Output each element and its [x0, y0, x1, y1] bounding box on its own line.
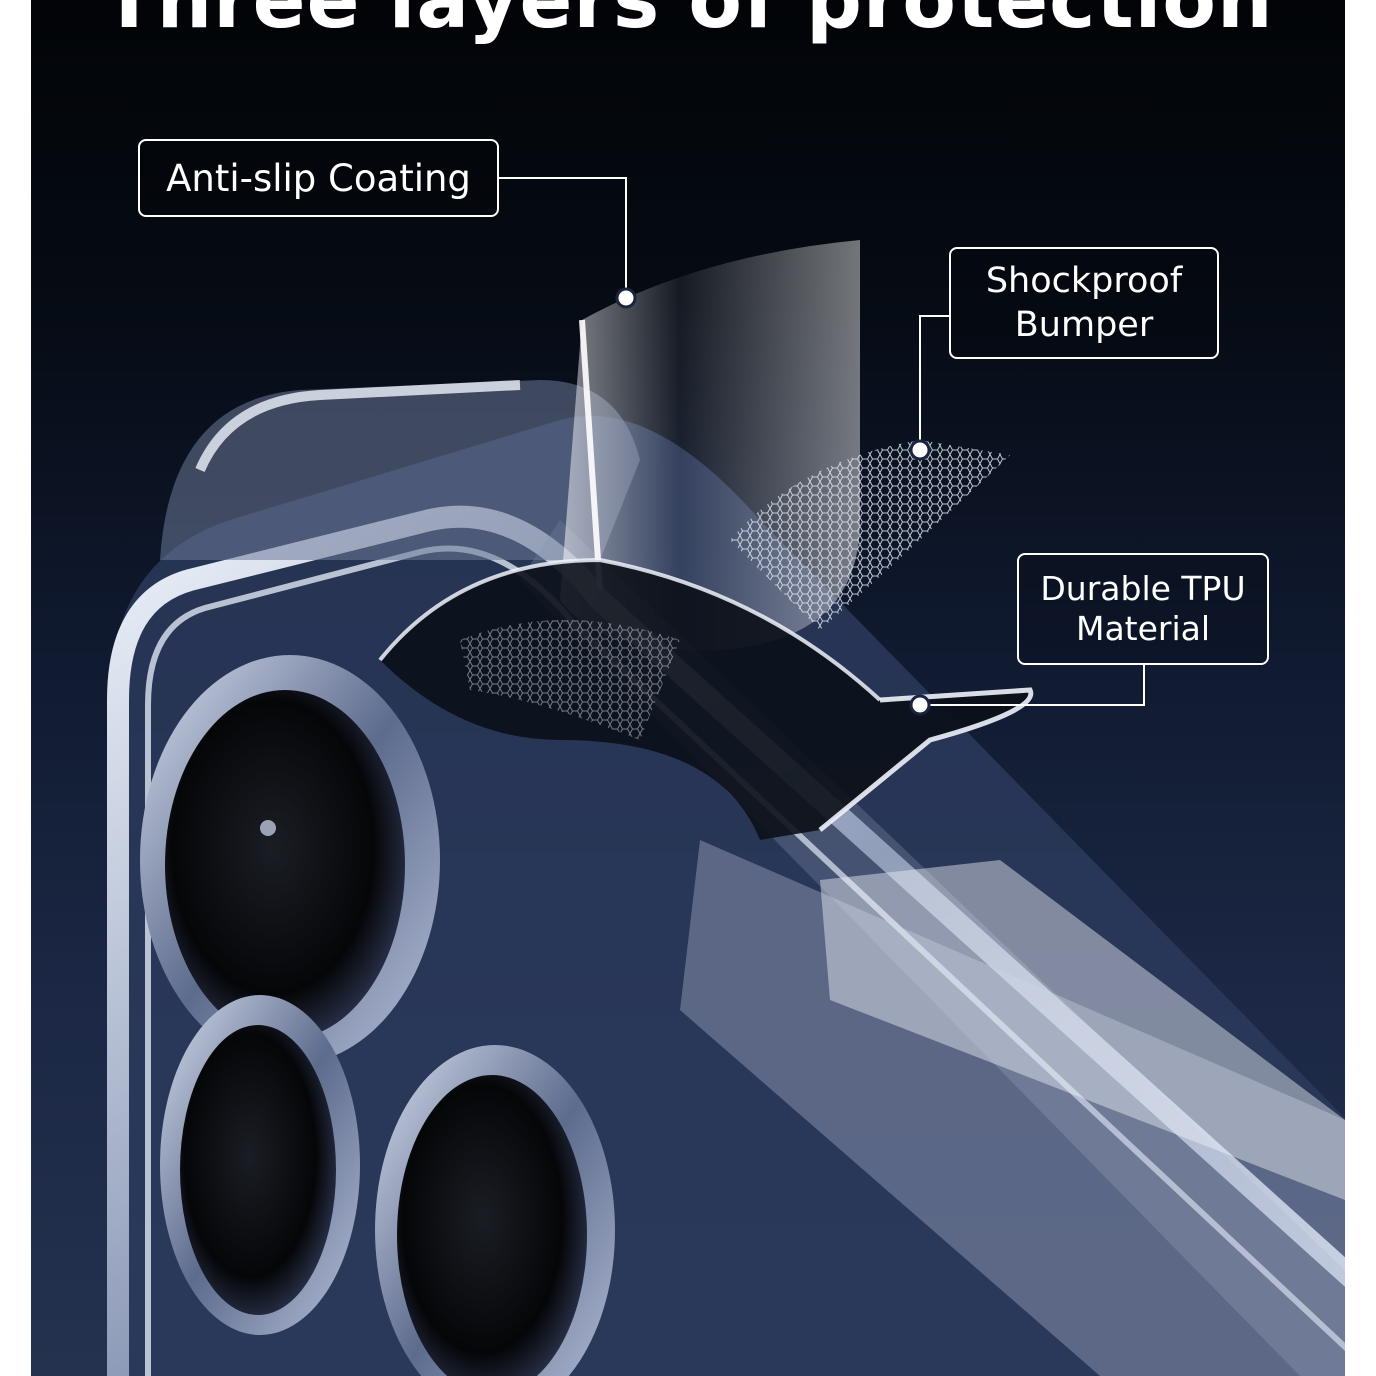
headline: Three layers of protection: [102, 0, 1274, 46]
callout-line-2: Material: [1075, 609, 1211, 648]
callout-label: Anti-slip Coating: [166, 156, 471, 200]
bumper-marker: [909, 439, 931, 461]
lens-bottom-left: [160, 995, 360, 1335]
callout-line-1: Durable TPU: [1040, 569, 1246, 608]
leader-lines: [499, 177, 1145, 706]
coating-marker: [615, 287, 637, 309]
lens-bottom-right: [375, 1045, 615, 1376]
callout-durable-tpu: Durable TPU Material: [1017, 553, 1269, 665]
callout-line-2: Bumper: [1014, 305, 1154, 345]
lens-top: [140, 655, 440, 1065]
tpu-marker: [909, 694, 931, 716]
callout-shockproof-bumper: Shockproof Bumper: [949, 247, 1219, 359]
corner-bumper: [160, 380, 640, 560]
callout-anti-slip-coating: Anti-slip Coating: [138, 139, 499, 217]
case-layer-illustration: [378, 240, 1034, 840]
callout-line-1: Shockproof: [985, 261, 1183, 301]
